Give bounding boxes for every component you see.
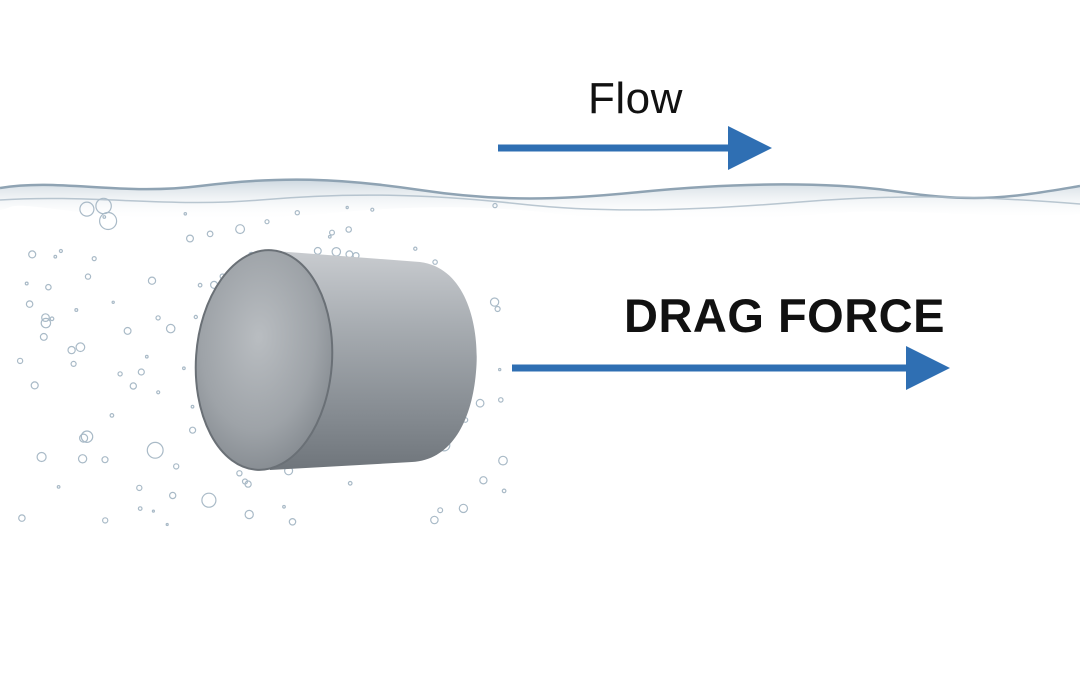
drag-force-label: DRAG FORCE <box>624 289 945 342</box>
bubble <box>151 509 155 513</box>
bubble <box>70 360 77 367</box>
bubble <box>144 354 149 359</box>
bubble <box>129 382 137 390</box>
bubble <box>190 404 195 409</box>
bubble <box>288 517 297 526</box>
bubble <box>24 281 29 286</box>
bubble <box>117 371 123 377</box>
bubble <box>236 470 243 477</box>
bubble <box>18 514 26 522</box>
bubble <box>244 509 254 520</box>
flow-label: Flow <box>588 74 683 123</box>
bubble <box>102 215 107 219</box>
bubble <box>264 219 270 225</box>
bubble <box>156 390 161 395</box>
bubble <box>197 282 203 288</box>
bubble <box>74 308 79 313</box>
bubble <box>111 300 115 304</box>
bubble <box>30 381 39 390</box>
bubble <box>294 209 300 216</box>
bubble <box>28 250 37 259</box>
bubble <box>146 441 164 459</box>
bubble <box>168 491 177 500</box>
bubble <box>123 326 132 335</box>
bubble <box>189 426 197 434</box>
bubble <box>241 478 249 485</box>
bubble <box>489 297 500 307</box>
bubble <box>347 480 353 486</box>
flow-arrow <box>498 126 772 170</box>
bubble <box>109 413 115 418</box>
bubble <box>75 342 86 353</box>
bubble <box>497 397 504 403</box>
bubble <box>165 522 169 527</box>
bubble <box>67 345 76 355</box>
bubble <box>56 485 61 489</box>
bubble <box>137 506 143 512</box>
bubble <box>437 507 444 514</box>
bubble <box>41 313 50 323</box>
bubble <box>78 433 89 443</box>
bubble <box>36 451 47 463</box>
bubble <box>206 230 214 238</box>
drag-force-arrow <box>512 346 950 390</box>
bubble <box>370 207 375 212</box>
bubble <box>501 488 507 494</box>
bubble <box>492 202 498 209</box>
bubble <box>186 234 195 243</box>
bubble <box>282 504 286 509</box>
bubble <box>345 226 353 233</box>
bubble <box>137 368 145 376</box>
bubble <box>16 357 24 365</box>
bubble <box>331 247 342 257</box>
bubble <box>165 323 176 334</box>
bubble <box>91 256 97 262</box>
bubble <box>345 205 349 210</box>
bubble <box>80 430 94 443</box>
bubble <box>235 224 246 235</box>
bubble <box>49 316 55 322</box>
bubble <box>181 366 186 371</box>
bubble <box>25 300 34 308</box>
steel-cylinder-icon <box>194 249 477 471</box>
bubble <box>413 246 418 251</box>
bubble <box>95 197 112 215</box>
bubble <box>79 201 95 217</box>
bubble <box>458 503 469 514</box>
bubble <box>329 229 336 236</box>
bubble <box>494 305 501 313</box>
bubble <box>172 463 180 470</box>
bubble <box>101 517 109 524</box>
bubble <box>45 283 52 291</box>
bubble <box>155 315 161 321</box>
bubble <box>498 455 508 466</box>
bubble <box>58 248 64 254</box>
bubble <box>77 454 88 464</box>
bubble <box>147 276 157 285</box>
bubble <box>479 476 488 485</box>
bubble <box>40 317 52 329</box>
bubble <box>53 254 58 259</box>
bubble <box>498 367 502 372</box>
bubble <box>475 398 485 408</box>
bubble <box>136 484 143 492</box>
water-surface <box>0 178 1080 221</box>
bubble <box>430 515 439 525</box>
bubble <box>313 246 322 255</box>
bubble <box>39 332 48 341</box>
bubble <box>101 456 109 464</box>
bubble <box>84 273 92 280</box>
bubble <box>193 314 198 320</box>
bubble <box>327 234 332 239</box>
bubble <box>432 259 438 265</box>
bubble <box>183 212 188 216</box>
bubble <box>201 492 217 508</box>
